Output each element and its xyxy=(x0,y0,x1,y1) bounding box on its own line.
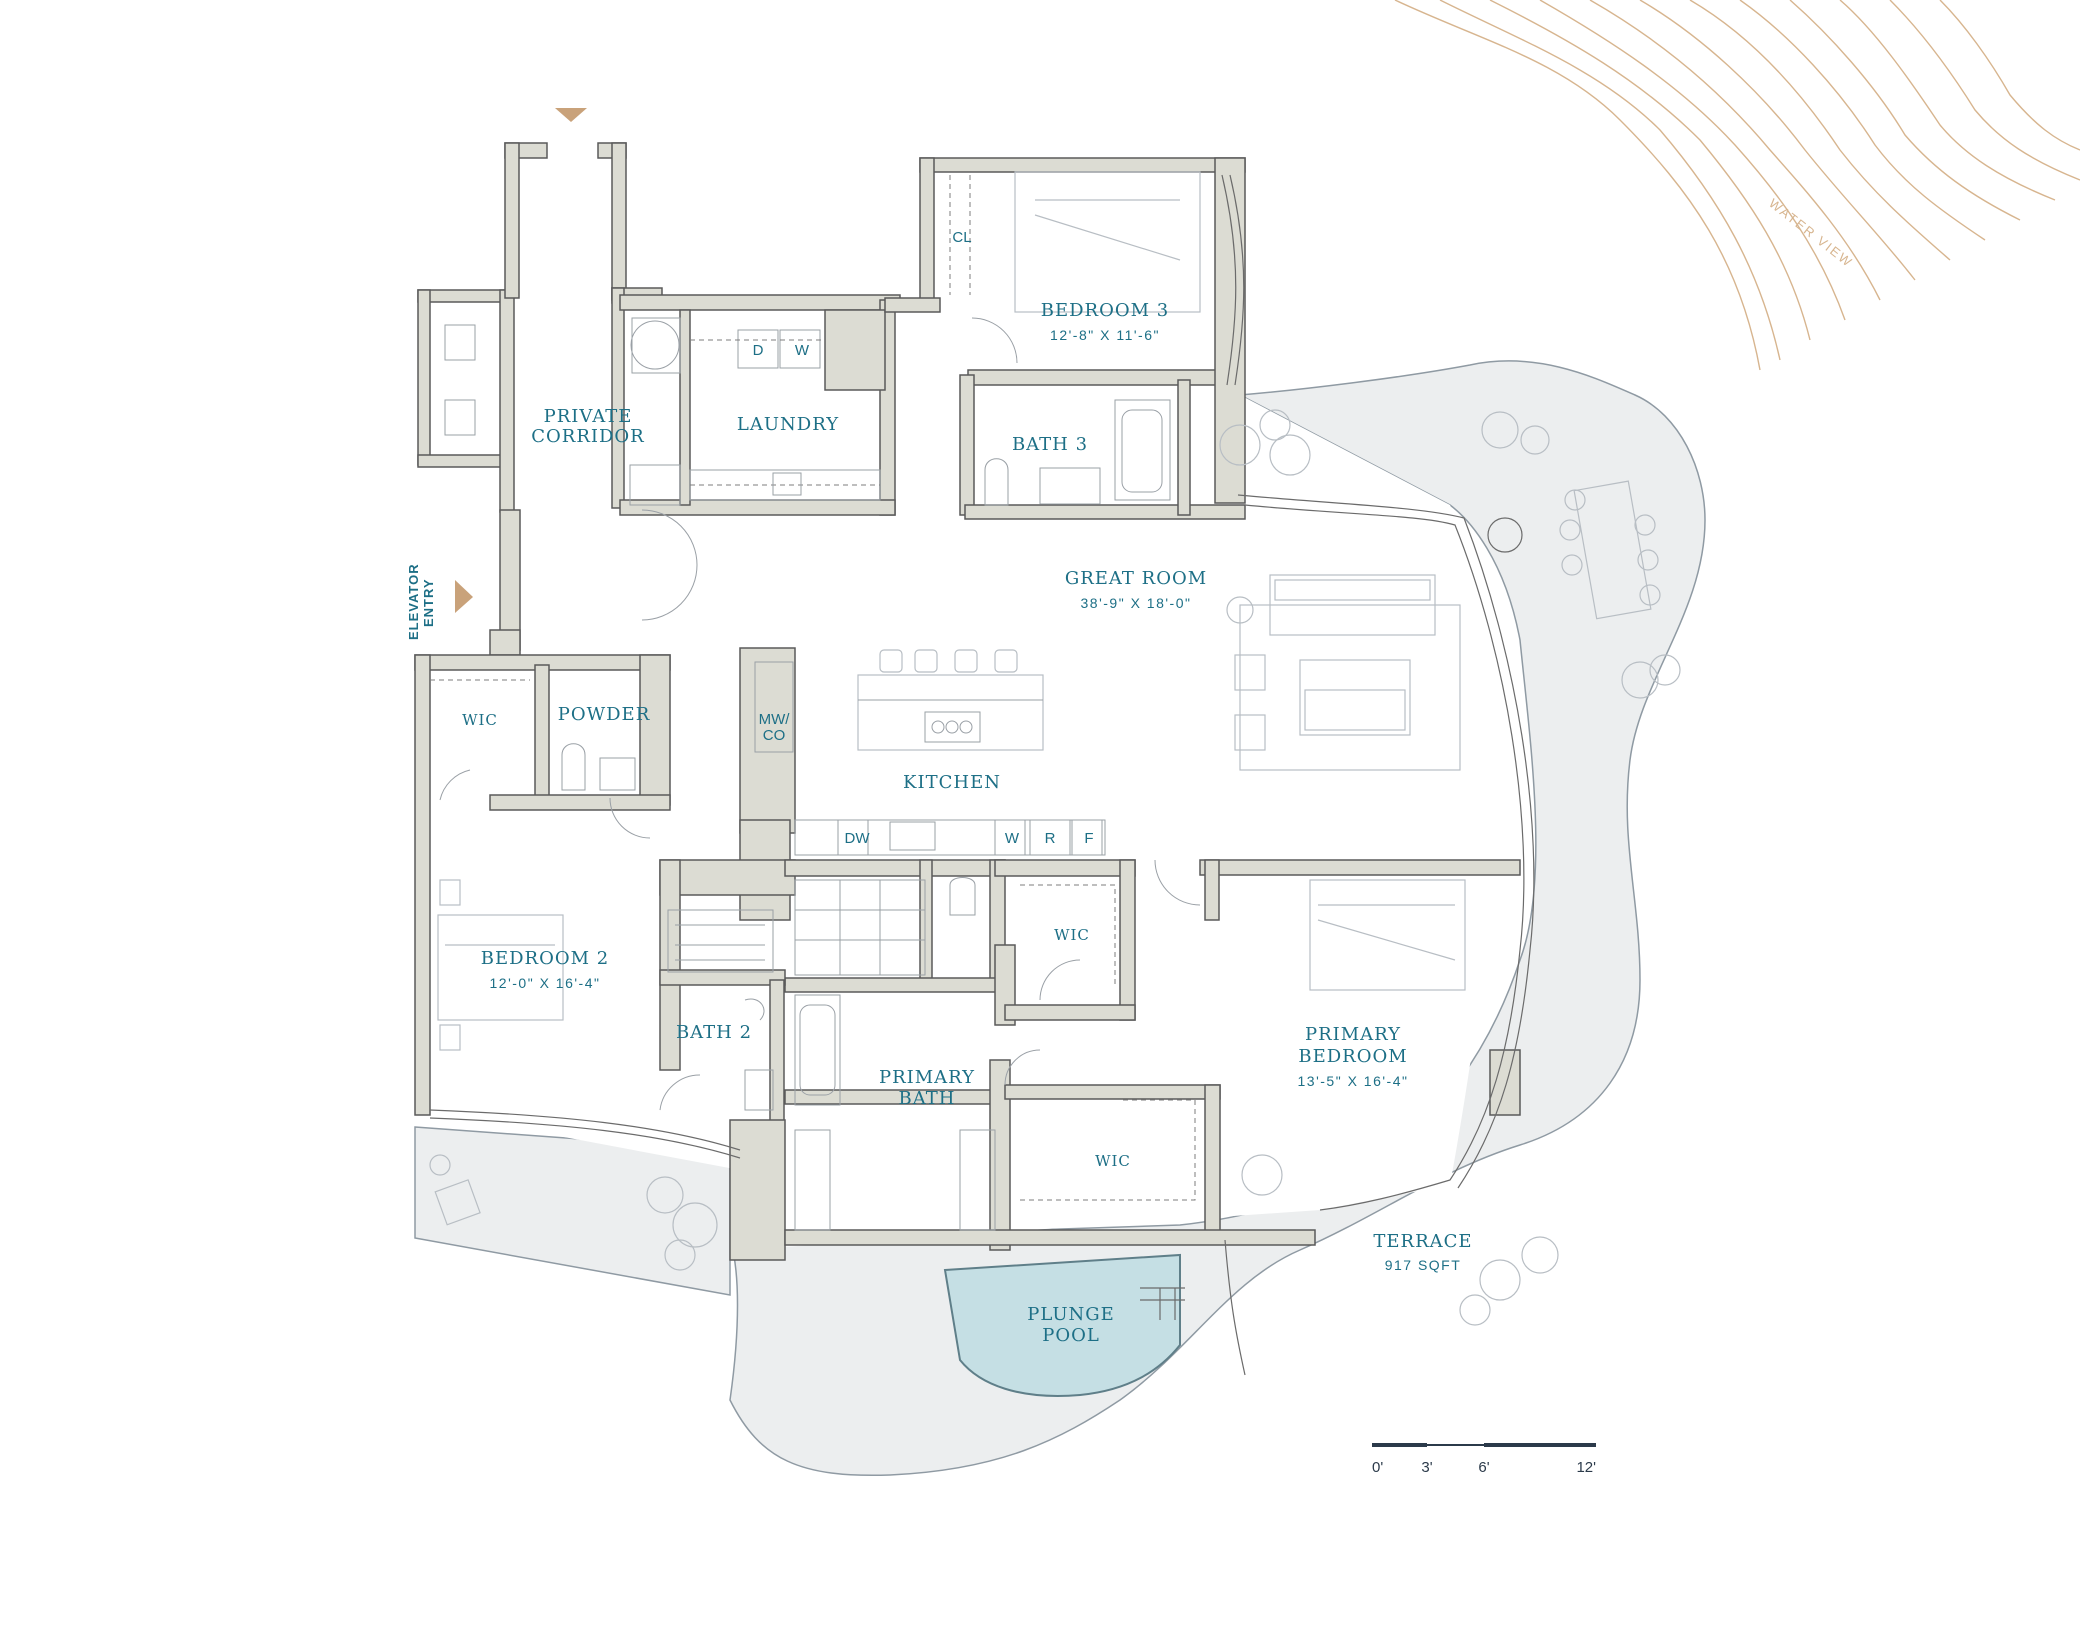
room-labels: PRIVATE CORRIDOR LAUNDRY BEDROOM 3 12'-8… xyxy=(462,300,1472,1346)
mw-label-1: MW/ xyxy=(759,711,791,728)
freezer-label: F xyxy=(1084,830,1093,847)
terrace-label: TERRACE xyxy=(1373,1231,1472,1252)
bedroom2-label: BEDROOM 2 xyxy=(481,948,609,969)
elevator-entry-arrow xyxy=(455,580,473,613)
corridor-entry-arrow xyxy=(555,108,587,122)
kitchen-label: KITCHEN xyxy=(903,772,1001,793)
primary-bath-label-1: PRIMARY xyxy=(879,1067,975,1088)
terrace-area: 917 SQFT xyxy=(1385,1257,1462,1273)
dryer-label: D xyxy=(753,342,764,359)
private-corridor-label-1: PRIVATE xyxy=(544,406,633,427)
great-room-dims: 38'-9" X 18'-0" xyxy=(1081,595,1192,611)
svg-text:ELEVATOR: ELEVATOR xyxy=(406,563,421,640)
wic-primary-a-label: WIC xyxy=(1054,926,1090,944)
dishwasher-label: DW xyxy=(845,830,871,847)
walls xyxy=(414,142,1521,1261)
scale-tick-12: 12' xyxy=(1576,1459,1596,1476)
scale-tick-6: 6' xyxy=(1478,1459,1489,1476)
fixture-labels: CL D W MW/ CO DW W R F xyxy=(753,229,1094,847)
laundry-label: LAUNDRY xyxy=(737,414,839,435)
primary-bedroom-label-1: PRIMARY xyxy=(1305,1024,1401,1045)
svg-text:ENTRY: ENTRY xyxy=(421,578,436,627)
mw-label-2: CO xyxy=(763,727,786,744)
furniture xyxy=(429,171,1681,1376)
closet-label: CL xyxy=(952,229,971,246)
door-swings xyxy=(439,317,1201,1111)
pool-steps xyxy=(1140,1287,1185,1301)
plunge-pool-label-2: POOL xyxy=(1042,1325,1100,1346)
window-wall-curve xyxy=(1244,504,1525,1211)
bedroom2-dims: 12'-0" X 16'-4" xyxy=(490,975,601,991)
plunge-pool-label-1: PLUNGE xyxy=(1027,1304,1115,1325)
powder-label: POWDER xyxy=(558,704,651,725)
primary-bedroom-label-2: BEDROOM xyxy=(1298,1046,1407,1067)
bath2-label: BATH 2 xyxy=(676,1022,752,1043)
water-view-contours: WATER VIEW xyxy=(1394,0,2080,371)
bath3-label: BATH 3 xyxy=(1012,434,1088,455)
refrigerator-label: R xyxy=(1045,830,1056,847)
scale-tick-3: 3' xyxy=(1421,1459,1432,1476)
scale-tick-0: 0' xyxy=(1372,1459,1383,1476)
primary-bath-label-2: BATH xyxy=(899,1088,956,1109)
wine-label: W xyxy=(1005,830,1020,847)
bedroom3-label: BEDROOM 3 xyxy=(1041,300,1169,321)
washer-label: W xyxy=(795,342,810,359)
elevator-entry-label: ELEVATOR ENTRY xyxy=(406,563,436,640)
bedroom3-dims: 12'-8" X 11'-6" xyxy=(1050,327,1160,343)
terrace-area xyxy=(728,360,1706,1477)
plunge-pool xyxy=(943,1253,1181,1397)
water-view-label: WATER VIEW xyxy=(1766,196,1856,271)
wic-bedroom2-label: WIC xyxy=(462,711,498,729)
great-room-label: GREAT ROOM xyxy=(1065,568,1207,589)
wic-primary-b-label: WIC xyxy=(1095,1152,1131,1170)
scale-bar: 0' 3' 6' 12' xyxy=(1372,1443,1596,1476)
primary-bedroom-dims: 13'-5" X 16'-4" xyxy=(1298,1073,1409,1089)
private-corridor-label-2: CORRIDOR xyxy=(531,426,645,447)
